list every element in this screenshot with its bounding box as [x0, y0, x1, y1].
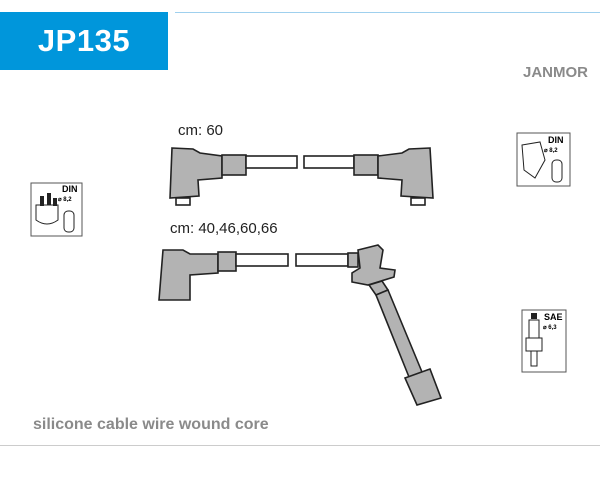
cable-1 [169, 147, 434, 206]
terminal-right [410, 197, 426, 206]
boot-sleeve-right [353, 154, 379, 176]
footer-divider [0, 445, 600, 446]
din-label: DIN [62, 184, 78, 194]
product-description: silicone cable wire wound core [33, 416, 269, 433]
cable-2 [158, 244, 443, 406]
angled-boot-left [169, 147, 223, 199]
boot-sleeve [347, 252, 359, 268]
terminal-left [175, 197, 191, 206]
distributor-cap-icon [30, 182, 83, 237]
angled-boot-right [377, 147, 434, 199]
plug-boot-head [351, 244, 396, 286]
boot-sleeve-left [221, 154, 247, 176]
cable-length-label: cm: 60 [178, 122, 224, 139]
sae-diameter: ⌀ 6,3 [543, 325, 557, 331]
plug-boot-tube [374, 288, 424, 379]
product-code-badge: JP135 [0, 12, 168, 70]
wire-segment [245, 155, 298, 169]
ignition-coil-icon [516, 132, 571, 187]
wire-segment [303, 155, 355, 169]
header-divider [175, 12, 600, 13]
boot-sleeve [217, 251, 237, 272]
din-label: DIN [548, 135, 564, 145]
spark-plug-icon [521, 309, 567, 373]
cable-length-label: cm: 40,46,60,66 [170, 220, 278, 237]
sae-label: SAE [544, 312, 563, 322]
angled-boot [158, 249, 219, 301]
din-diameter: ⌀ 8,2 [58, 197, 72, 203]
wire-segment [295, 253, 349, 267]
wire-segment [235, 253, 289, 267]
brand-name: JANMOR [522, 64, 588, 81]
din-diameter: ⌀ 8,2 [544, 148, 558, 154]
plug-boot-end [403, 367, 443, 406]
